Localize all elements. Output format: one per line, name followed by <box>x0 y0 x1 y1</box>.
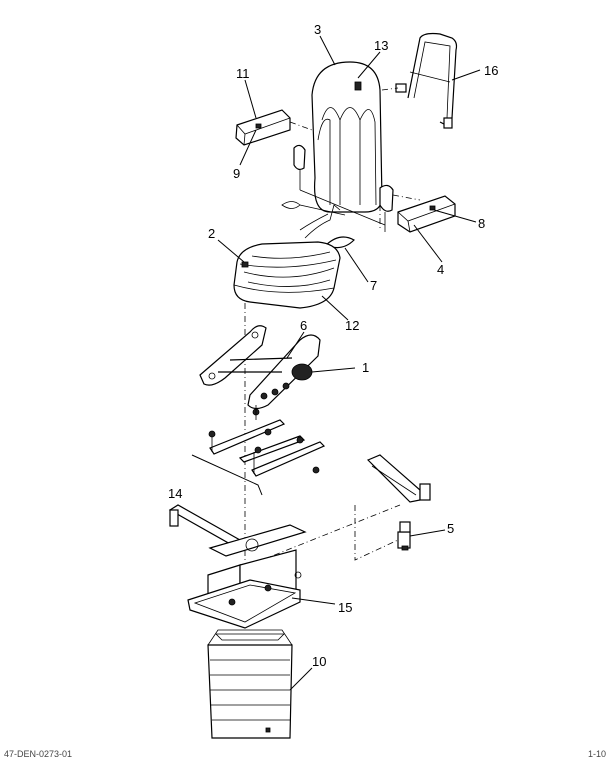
leader-1 <box>311 367 356 373</box>
leader-8 <box>433 209 477 223</box>
callout-5: 5 <box>447 521 454 536</box>
right-bolster <box>379 184 394 212</box>
bellows-cover <box>207 629 293 739</box>
leader-7 <box>344 247 369 283</box>
callout-16: 16 <box>484 63 498 78</box>
callout-1: 1 <box>362 360 369 375</box>
left-bolster <box>293 144 306 171</box>
leader-6 <box>286 331 305 359</box>
callout-11: 11 <box>236 66 250 81</box>
leader-3 <box>319 35 336 66</box>
callout-8: 8 <box>478 216 485 231</box>
leader-4 <box>413 224 443 263</box>
document-id: 47-DEN-0273-01 <box>4 749 73 759</box>
leader-5 <box>409 529 446 537</box>
callout-7: 7 <box>370 278 377 293</box>
leader-10 <box>289 667 313 691</box>
leader-13 <box>357 51 381 79</box>
callout-3: 3 <box>314 22 321 37</box>
callout-15: 15 <box>338 600 352 615</box>
backrest <box>311 61 383 213</box>
seat-knob-icon <box>241 261 249 268</box>
callout-13: 13 <box>374 38 388 53</box>
grab-handle-frame <box>395 32 458 129</box>
leader-15 <box>291 597 336 605</box>
callout-6: 6 <box>300 318 307 333</box>
callout-10: 10 <box>312 654 326 669</box>
seat-hardware <box>281 201 355 249</box>
page-number: 1-10 <box>587 749 606 759</box>
leader-16 <box>451 69 481 81</box>
callout-4: 4 <box>437 262 444 277</box>
right-bracket <box>366 454 431 503</box>
left-armrest <box>235 109 291 146</box>
leader-2 <box>217 239 245 263</box>
leader-9 <box>239 129 257 166</box>
headrest-knob-icon <box>354 81 362 91</box>
callout-2: 2 <box>208 226 215 241</box>
left-bracket <box>168 504 242 546</box>
callout-14: 14 <box>168 486 182 501</box>
callout-12: 12 <box>345 318 359 333</box>
tilt-knob-icon <box>291 363 313 381</box>
slide-rails <box>191 405 326 496</box>
switch-assembly <box>397 521 411 551</box>
suspension-base <box>187 524 307 629</box>
callout-9: 9 <box>233 166 240 181</box>
seat-cushion <box>233 241 341 309</box>
leader-12 <box>321 295 349 321</box>
leader-11 <box>244 79 257 119</box>
seat-pan-frame <box>199 325 321 410</box>
